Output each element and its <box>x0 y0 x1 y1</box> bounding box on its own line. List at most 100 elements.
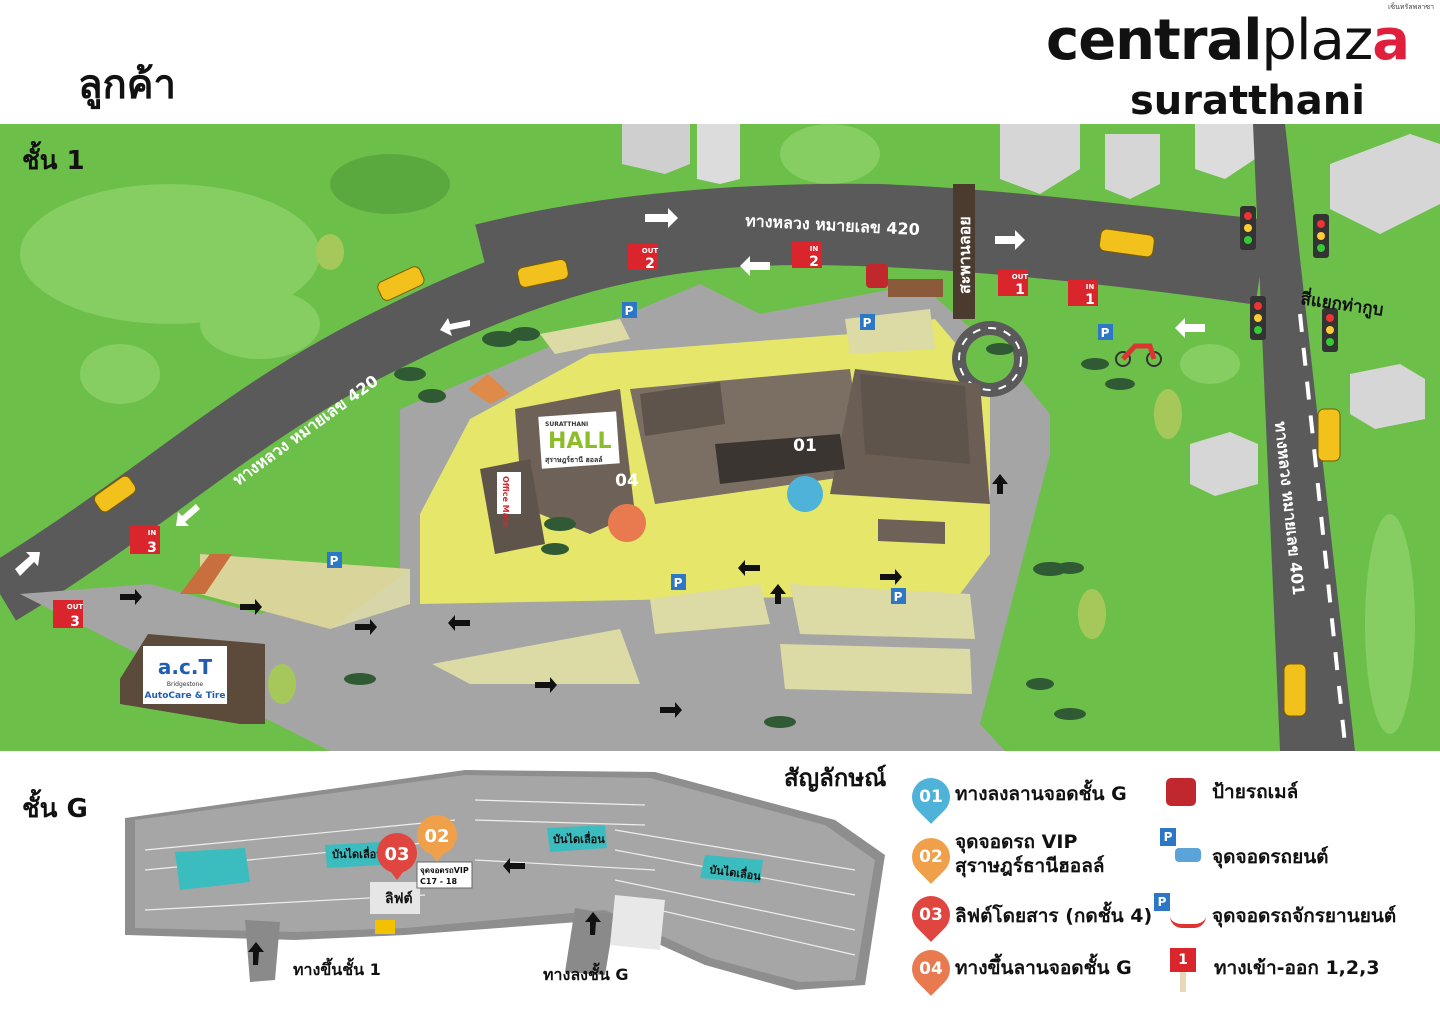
gate-type: OUT <box>642 247 659 255</box>
down-ramp-label: ทางลงชั้น G <box>543 962 628 984</box>
entrance-canopy <box>715 434 845 484</box>
parking-signs <box>327 302 1113 604</box>
gate-num: 2 <box>645 256 655 272</box>
vip-note-line2: C17 - 18 <box>420 877 457 886</box>
gate-num: 1 <box>1015 282 1025 298</box>
pin-03-icon: 03 <box>904 888 958 942</box>
parking-bay <box>780 644 972 694</box>
parking-letters: P P P P P P <box>330 304 1110 604</box>
parking-letter: P <box>1101 326 1110 340</box>
escalator-block <box>325 842 382 868</box>
gate-type: OUT <box>67 603 84 611</box>
up-ramp-label: ทางขึ้นชั้น 1 <box>293 957 381 979</box>
taxi <box>93 228 1341 717</box>
moto-park-label: จุดจอดรถจักรยานยนต์ <box>1212 905 1397 927</box>
orange-marker <box>468 374 510 404</box>
lane-marking <box>1298 313 1347 745</box>
legend-item-01: 01 ทางลงลานจอดชั้น G <box>904 770 1160 824</box>
building-block <box>1190 432 1258 496</box>
roundabout-marking <box>958 327 1022 391</box>
parking-letter: P <box>330 554 339 568</box>
light-trees <box>268 234 1182 704</box>
building-block <box>622 124 690 174</box>
floorG-pin-03[interactable]: 03 <box>377 833 417 880</box>
gate-label: ทางเข้า-ออก 1,2,3 <box>1214 957 1380 979</box>
pin-num: 04 <box>919 959 943 979</box>
act-logo: a.c.T <box>158 655 213 679</box>
roof-block <box>640 382 725 436</box>
lift-logo <box>375 920 395 934</box>
gate-num: 1 <box>1085 292 1095 308</box>
act-sub2: AutoCare & Tire <box>145 691 226 701</box>
logo-subtitle: suratthani <box>1130 78 1365 124</box>
hall-brand: SURATTHANI <box>545 421 588 428</box>
gate-type: IN <box>1086 283 1095 291</box>
floor1-map: ทางหลวง หมายเลข 420 ทางหลวง หมายเลข 420 … <box>0 124 1440 751</box>
floorG-pin-02[interactable]: 02 <box>417 815 457 862</box>
pin-label: 02 <box>424 826 449 847</box>
roof-block <box>860 374 970 464</box>
white-block <box>610 895 665 950</box>
grass-patch <box>80 344 160 404</box>
parking-bay <box>540 319 630 354</box>
legend-text: จุดจอดรถ VIP สุราษฎร์ธานีฮอลล์ <box>955 831 1105 877</box>
floor1-label: ชั้น 1 <box>22 146 85 176</box>
legend-item-02: 02 จุดจอดรถ VIP สุราษฎร์ธานีฮอลล์ <box>904 830 1160 886</box>
entrance-block <box>878 519 945 544</box>
gate-type: OUT <box>1012 273 1029 281</box>
legend-text: ทางลงลานจอดชั้น G <box>955 783 1127 805</box>
office-mate-text: Office Mate <box>501 476 510 528</box>
act-sign <box>143 646 227 704</box>
bus-icon <box>1166 778 1196 806</box>
pin-num: 01 <box>919 787 943 807</box>
building-block <box>1000 124 1080 194</box>
pin-label: 03 <box>384 844 409 865</box>
escalator-block <box>700 855 763 883</box>
vip-note-line1: จุดจอดรถVIP <box>420 866 469 876</box>
floorG-label: ชั้น G <box>22 794 88 824</box>
grass-patch <box>1365 514 1415 734</box>
grass-patch <box>20 184 320 324</box>
parking-bay <box>790 584 975 639</box>
legend-item-03: 03 ลิฟต์โดยสาร (กดชั้น 4) <box>904 888 1170 942</box>
traffic-light <box>1240 206 1338 352</box>
parking-bay <box>650 584 770 634</box>
building-block <box>1195 124 1255 179</box>
pin-num: 02 <box>919 847 943 867</box>
escalator-block <box>547 825 607 852</box>
bridge-label: สะพานลอย <box>955 216 974 294</box>
tree-cluster <box>344 327 1135 728</box>
gate-post <box>1180 972 1186 992</box>
pin-num: 03 <box>919 905 943 925</box>
gate-signs <box>53 242 1098 628</box>
parking-p-icon: P <box>1154 893 1170 911</box>
centralplaza-logo: centralplaza <box>1046 6 1410 76</box>
motorcycle <box>1115 343 1162 367</box>
pedestrian-bridge <box>953 184 975 319</box>
parking-bay <box>432 629 640 684</box>
grass-patch <box>780 124 880 184</box>
map-pin-04[interactable]: 04 <box>608 471 647 542</box>
logo-small-text: เซ็นทรัลพลาซา <box>1388 3 1435 11</box>
bus-stop-icon <box>866 264 888 288</box>
parking-letter: P <box>674 576 683 590</box>
pin-02-icon: 02 <box>904 830 958 884</box>
highway-420 <box>0 202 1265 621</box>
hall-sub: สุราษฎร์ธานี ฮอลล์ <box>545 455 603 464</box>
lift-box <box>370 882 420 914</box>
hall-sign <box>538 411 620 469</box>
legend-text: ลิฟต์โดยสาร (กดชั้น 4) <box>955 905 1153 927</box>
vip-note-box <box>416 861 473 889</box>
floor1-map-svg: ทางหลวง หมายเลข 420 ทางหลวง หมายเลข 420 … <box>0 124 1440 751</box>
parking-p-icon: P <box>1160 828 1176 846</box>
logo-word-central: central <box>1046 8 1262 73</box>
roundabout-island <box>966 335 1014 383</box>
legend-text: ทางขึ้นลานจอดชั้น G <box>955 957 1132 979</box>
building-block <box>1350 364 1425 429</box>
office-mate-sign <box>497 472 521 514</box>
lift-label: ลิฟต์ <box>385 890 413 907</box>
parking-letter: P <box>863 316 872 330</box>
map-pin-01[interactable]: 01 <box>787 436 824 512</box>
gate-num: 2 <box>809 254 819 270</box>
gate-type: IN <box>810 245 819 253</box>
